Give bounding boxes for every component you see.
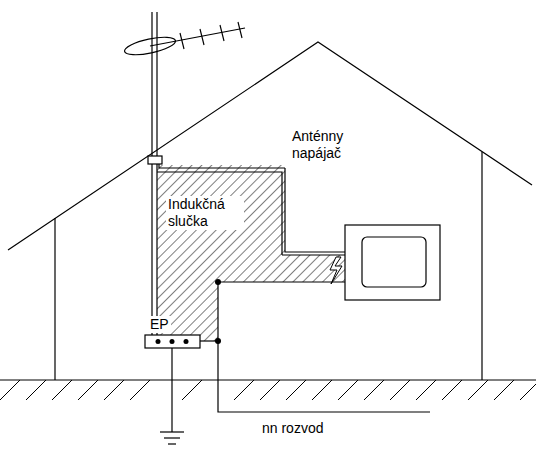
- antenna-feeder: [282, 254, 345, 255]
- ground-hatch: [0, 380, 536, 400]
- induction-loop-area: [157, 165, 345, 341]
- antenna-feeder: [159, 164, 285, 168]
- earth-wire: [171, 348, 172, 432]
- loop-label: Indukčná slučka: [166, 196, 244, 230]
- junction-dot: [215, 279, 221, 285]
- antenna: [123, 22, 245, 58]
- mains-label: nn rozvod: [262, 420, 323, 437]
- earth-symbol: [164, 437, 180, 438]
- antenna-mast: [156, 12, 157, 335]
- mains-cable: [218, 282, 430, 412]
- antenna-mast: [151, 12, 152, 335]
- antenna-feeder: [157, 172, 282, 255]
- terminal-dot: [156, 339, 161, 344]
- terminal-dot: [184, 339, 189, 344]
- earth-symbol: [160, 431, 184, 432]
- tv-screen: [362, 237, 426, 287]
- lightning-symbol: [330, 257, 342, 284]
- mains-cable: [218, 281, 345, 282]
- mast-clamp: [148, 156, 162, 164]
- terminal-dot: [170, 339, 175, 344]
- feeder-label: Anténny napájač: [292, 128, 364, 162]
- tv-set: [345, 225, 440, 300]
- house-wall: [481, 152, 482, 380]
- antenna-feeder: [285, 168, 345, 252]
- bar-label: EP: [148, 316, 171, 333]
- house-wall: [54, 218, 55, 380]
- junction-dot: [215, 338, 221, 344]
- equipotential-bar: [145, 335, 200, 348]
- earth-symbol: [168, 443, 176, 444]
